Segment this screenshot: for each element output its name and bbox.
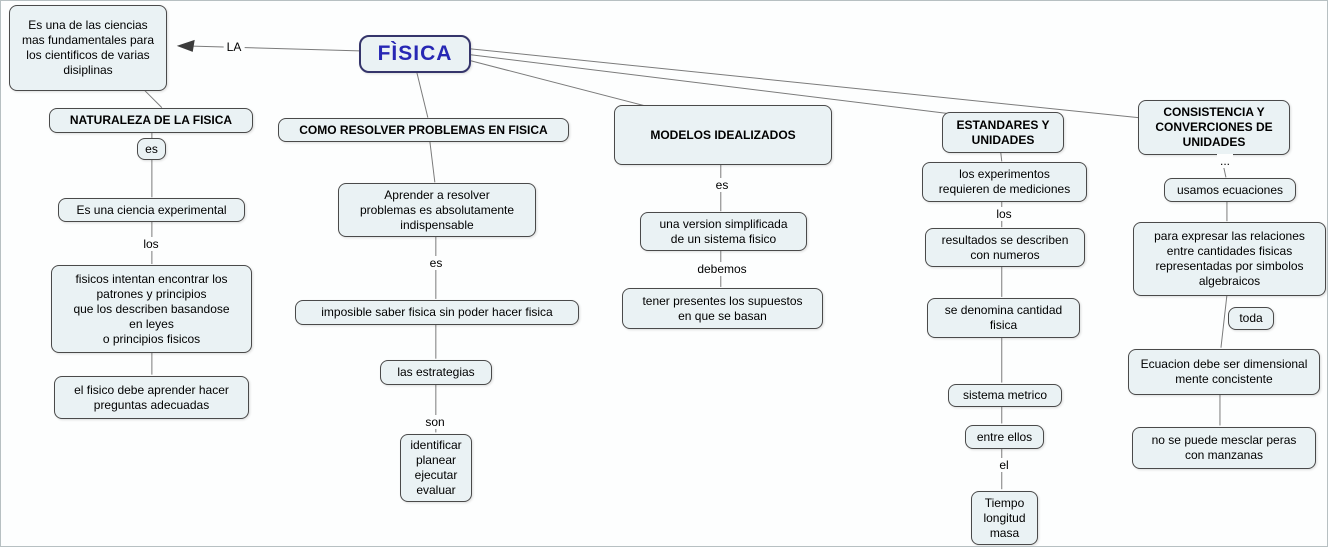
node-version-simplificada[interactable]: una version simplificada de un sistema f… — [640, 212, 807, 251]
connector — [1000, 152, 1003, 162]
link-label-es[interactable]: es — [426, 256, 446, 270]
node-usamos-ecuaciones[interactable]: usamos ecuaciones — [1164, 178, 1296, 202]
link-label-debemos[interactable]: debemos — [694, 262, 750, 276]
node-tiempo-longitud-masa[interactable]: Tiempo longitud masa — [971, 491, 1038, 545]
node-preguntas-adecuadas[interactable]: el fisico debe aprender hacer preguntas … — [54, 376, 249, 419]
node-peras-manzanas[interactable]: no se puede mesclar peras con manzanas — [1132, 427, 1316, 469]
node-fisica-root[interactable]: FÌSICA — [359, 35, 471, 73]
link-label-el[interactable]: el — [996, 458, 1012, 472]
node-aprender-resolver[interactable]: Aprender a resolver problemas es absolut… — [338, 183, 536, 237]
link-label-la[interactable]: LA — [223, 40, 245, 54]
node-imposible-saber[interactable]: imposible saber fisica sin poder hacer f… — [295, 300, 579, 325]
connector — [470, 60, 649, 108]
node-naturaleza-title[interactable]: NATURALEZA DE LA FISICA — [49, 108, 253, 133]
node-supuestos[interactable]: tener presentes los supuestos en que se … — [622, 288, 823, 329]
node-estandares-title[interactable]: ESTANDARES Y UNIDADES — [942, 112, 1064, 153]
node-ciencia-experimental[interactable]: Es una ciencia experimental — [58, 198, 245, 222]
connector — [144, 90, 163, 108]
node-experimentos-mediciones[interactable]: los experimentos requieren de mediciones — [922, 162, 1087, 202]
connector — [183, 45, 360, 52]
link-label-dots[interactable]: ... — [1216, 154, 1234, 168]
link-label-los[interactable]: los — [140, 237, 162, 251]
node-ecuacion-concistente[interactable]: Ecuacion debe ser dimensional mente conc… — [1128, 349, 1320, 395]
node-naturaleza-es[interactable]: es — [137, 138, 166, 160]
node-patrones-principios[interactable]: fisicos intentan encontrar los patrones … — [51, 265, 252, 353]
connector — [429, 141, 436, 183]
node-las-estrategias[interactable]: las estrategias — [380, 360, 492, 385]
node-cantidad-fisica[interactable]: se denomina cantidad fisica — [927, 298, 1080, 338]
node-resultados-numeros[interactable]: resultados se describen con numeros — [925, 228, 1085, 267]
node-modelos-title[interactable]: MODELOS IDEALIZADOS — [614, 105, 832, 165]
node-intro-ciencias[interactable]: Es una de las ciencias mas fundamentales… — [9, 5, 167, 91]
link-label-es[interactable]: es — [712, 178, 732, 192]
connector — [416, 72, 429, 118]
connector — [1220, 294, 1228, 348]
node-entre-ellos[interactable]: entre ellos — [965, 425, 1044, 449]
link-label-son[interactable]: son — [422, 415, 448, 429]
node-consistencia-title[interactable]: CONSISTENCIA Y CONVERCIONES DE UNIDADES — [1138, 100, 1290, 155]
node-como-resolver-title[interactable]: COMO RESOLVER PROBLEMAS EN FISICA — [278, 118, 569, 142]
arrowhead — [176, 39, 195, 52]
node-pasos-estrategia[interactable]: identificar planear ejecutar evaluar — [400, 434, 472, 502]
node-toda[interactable]: toda — [1228, 307, 1274, 330]
link-label-los[interactable]: los — [993, 207, 1015, 221]
node-expresar-relaciones[interactable]: para expresar las relaciones entre canti… — [1133, 222, 1326, 296]
node-sistema-metrico[interactable]: sistema metrico — [948, 384, 1062, 407]
